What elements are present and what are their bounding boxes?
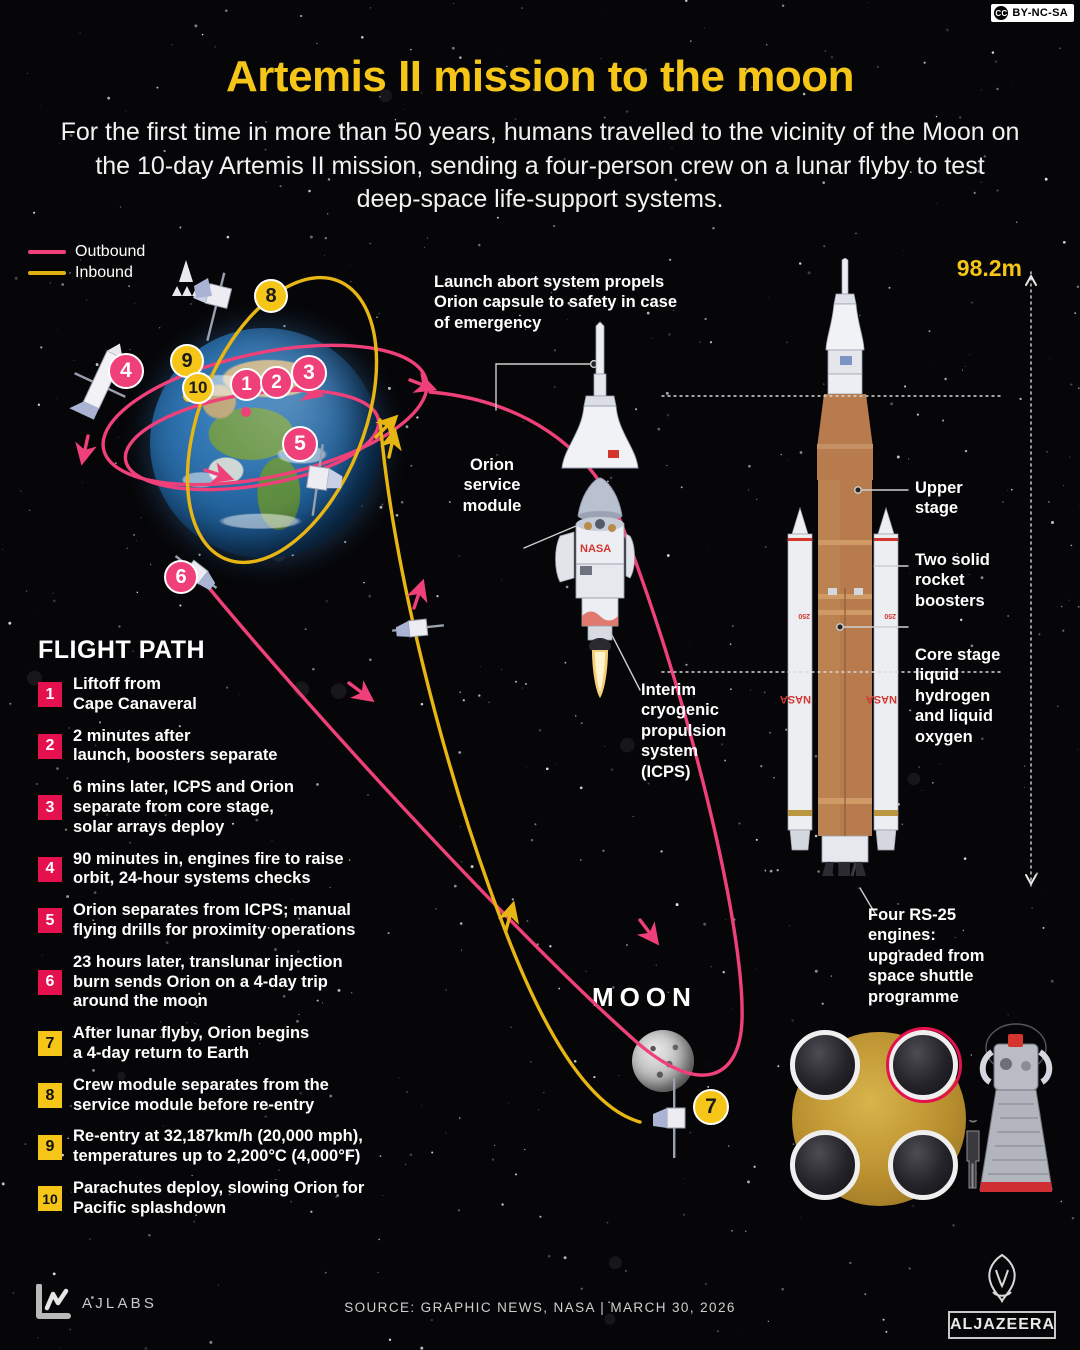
legend-label-outbound: Outbound bbox=[75, 243, 146, 260]
marker-6[interactable]: 6 bbox=[164, 560, 198, 594]
flight-path-step-badge-6: 6 bbox=[38, 969, 62, 995]
inbound-swatch bbox=[28, 271, 66, 275]
marker-5[interactable]: 5 bbox=[282, 426, 318, 462]
flight-path-step-7[interactable]: 7 After lunar flyby, Orion begins a 4-day… bbox=[38, 1024, 458, 1064]
flight-path-step-text-7: After lunar flyby, Orion begins a 4-day … bbox=[73, 1024, 310, 1062]
flight-path-step-text-6: 23 hours later, translunar injection bur… bbox=[73, 952, 343, 1011]
crew-module-icon bbox=[577, 477, 623, 521]
callout-upper-stage: Upper stage bbox=[915, 479, 963, 518]
marker-2[interactable]: 2 bbox=[260, 366, 293, 399]
source-credit: SOURCE: GRAPHIC NEWS, NASA | MARCH 30, 2… bbox=[344, 1300, 736, 1315]
flight-path-step-badge-4: 4 bbox=[38, 856, 62, 882]
flight-path-step-badge-9: 9 bbox=[38, 1134, 62, 1160]
footer: AJLABS SOURCE: GRAPHIC NEWS, NASA | MARC… bbox=[0, 1253, 1080, 1350]
flight-path-step-9[interactable]: 9 Re-entry at 32,187km/h (20,000 mph), te… bbox=[38, 1127, 458, 1167]
flight-path-step-text-8: Crew module separates from the service m… bbox=[73, 1075, 329, 1114]
cc-icon: CC bbox=[994, 6, 1009, 20]
legend-item-inbound: Inbound bbox=[28, 264, 145, 282]
service-module-icon: NASA bbox=[555, 517, 635, 599]
aljazeera-label: ALJAZEERA bbox=[948, 1311, 1056, 1339]
rocket-height-label: 98.2m bbox=[956, 255, 1022, 281]
spacecraft-icon-7 bbox=[653, 1078, 686, 1158]
trajectory-legend: Outbound Inbound bbox=[28, 243, 145, 285]
flight-path-step-text-1: Liftoff from Cape Canaveral bbox=[73, 675, 197, 713]
flight-path-step-badge-8: 8 bbox=[38, 1083, 62, 1109]
orion-exploded-stack: NASA bbox=[555, 321, 639, 698]
callout-orion-service-module: Orion service module bbox=[462, 456, 522, 515]
callout-core-stage: Core stage liquid hydrogen and liquid ox… bbox=[915, 646, 1001, 746]
flight-path-step-2[interactable]: 2 2 minutes after launch, boosters separa… bbox=[38, 727, 458, 767]
flight-path-step-3[interactable]: 3 6 mins later, ICPS and Orion separate f… bbox=[38, 778, 458, 837]
callout-solid-rocket-boosters: Two solid rocket boosters bbox=[915, 551, 990, 610]
launch-abort-system-icon bbox=[561, 321, 639, 469]
page-subtitle: For the first time in more than 50 years… bbox=[60, 118, 1020, 213]
flight-path-step-text-3: 6 mins later, ICPS and Orion separate fr… bbox=[73, 778, 294, 836]
flight-path-step-text-4: 90 minutes in, engines fire to raise orb… bbox=[73, 849, 344, 888]
callout-icps: Interim cryogenic propulsion system (ICP… bbox=[641, 681, 727, 781]
flight-path-step-badge-1: 1 bbox=[38, 682, 62, 708]
page-title: Artemis II mission to the moon bbox=[226, 52, 854, 101]
flight-path-step-5[interactable]: 5 Orion separates from ICPS; manual flyin… bbox=[38, 901, 458, 941]
flight-path-list: 1 Liftoff from Cape Canaveral 2 2 minutes a… bbox=[38, 675, 458, 1219]
flight-path-panel: FLIGHT PATH 1 Liftoff from Cape Canaveral… bbox=[38, 636, 458, 1231]
flight-path-step-badge-7: 7 bbox=[38, 1031, 62, 1057]
flight-path-step-8[interactable]: 8 Crew module separates from the service … bbox=[38, 1076, 458, 1116]
marker-3[interactable]: 3 bbox=[291, 355, 327, 391]
marker-8[interactable]: 8 bbox=[254, 279, 288, 313]
flight-path-step-text-10: Parachutes deploy, slowing Orion for Pac… bbox=[73, 1178, 365, 1217]
legend-label-inbound: Inbound bbox=[75, 264, 133, 281]
aljazeera-calligraphy-icon bbox=[988, 1253, 1016, 1304]
marker-1[interactable]: 1 bbox=[230, 368, 263, 401]
flight-path-step-10[interactable]: 10 Parachutes deploy, slowing Orion for P… bbox=[38, 1179, 458, 1219]
flight-path-title: FLIGHT PATH bbox=[38, 636, 206, 664]
icps-icon bbox=[581, 597, 619, 698]
flight-path-step-text-9: Re-entry at 32,187km/h (20,000 mph), tem… bbox=[73, 1127, 363, 1166]
flight-path-step-badge-3: 3 bbox=[38, 795, 62, 821]
marker-10[interactable]: 10 bbox=[182, 372, 214, 404]
flight-path-step-text-2: 2 minutes after launch, boosters separat… bbox=[73, 726, 278, 765]
outbound-swatch bbox=[28, 250, 66, 254]
aljazeera-logo: ALJAZEERA bbox=[948, 1252, 1056, 1339]
callout-launch-abort: Launch abort system propels Orion capsul… bbox=[434, 273, 678, 332]
marker-7[interactable]: 7 bbox=[693, 1089, 729, 1125]
svg-text:NASA: NASA bbox=[580, 543, 611, 555]
flight-path-step-badge-2: 2 bbox=[38, 733, 62, 759]
marker-4[interactable]: 4 bbox=[108, 353, 144, 389]
license-label: BY-NC-SA bbox=[1012, 7, 1068, 19]
flight-path-step-6[interactable]: 6 23 hours later, translunar injection bu… bbox=[38, 953, 458, 1012]
flight-path-step-text-5: Orion separates from ICPS; manual flying… bbox=[73, 901, 356, 939]
launch-site-dot bbox=[241, 407, 251, 417]
callout-rs25-engines: Four RS-25 engines: upgraded from space … bbox=[868, 906, 985, 1006]
header: Artemis II mission to the moon For the f… bbox=[0, 52, 1080, 217]
flight-path-step-4[interactable]: 4 90 minutes in, engines fire to raise or… bbox=[38, 850, 458, 890]
flight-path-step-1[interactable]: 1 Liftoff from Cape Canaveral bbox=[38, 675, 458, 715]
flight-path-step-badge-10: 10 bbox=[38, 1186, 62, 1212]
legend-item-outbound: Outbound bbox=[28, 243, 145, 261]
creative-commons-badge: CC BY-NC-SA bbox=[991, 4, 1074, 22]
capsule-icon-splashdown bbox=[172, 260, 212, 298]
flight-path-step-badge-5: 5 bbox=[38, 908, 62, 934]
